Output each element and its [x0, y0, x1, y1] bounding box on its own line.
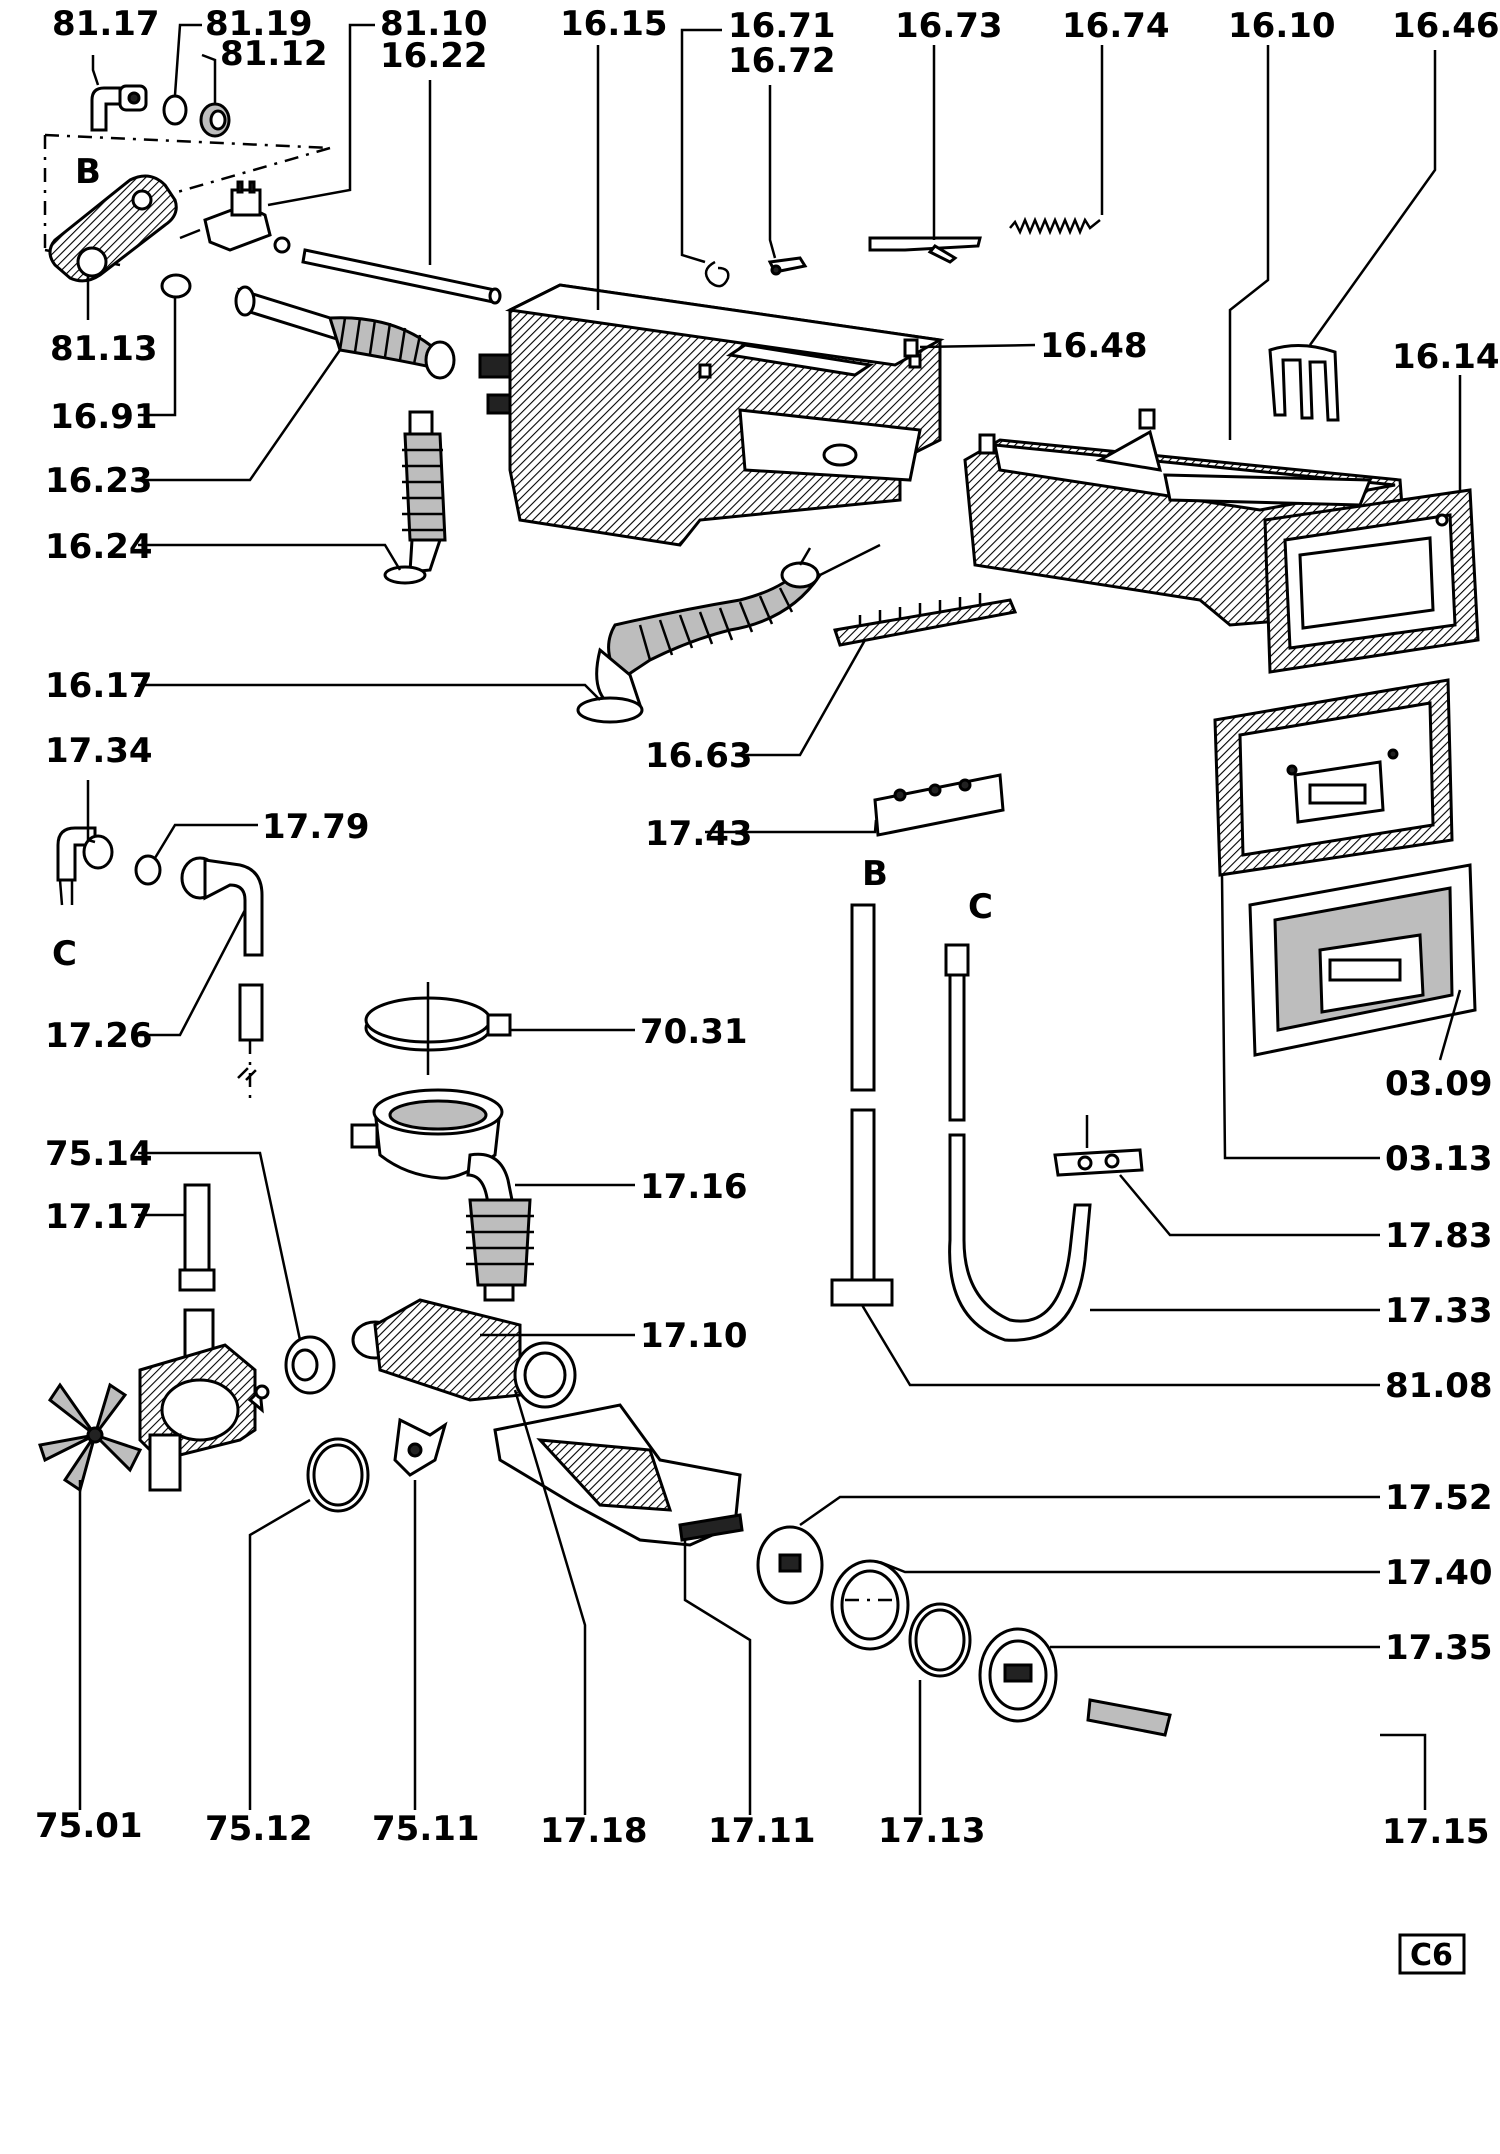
label-17-79: 17.79 — [262, 807, 370, 847]
part-75-11-nut — [393, 1417, 448, 1477]
part-17-33-hose-c — [944, 943, 1092, 1342]
label-16-23: 16.23 — [45, 461, 153, 501]
part-16-23-bellows-hose — [234, 285, 456, 380]
section-marker-b-hose: B — [862, 854, 888, 894]
label-75-11: 75.11 — [372, 1809, 480, 1849]
part-17-79-ring — [134, 854, 162, 886]
part-16-15-dispenser-housing — [478, 283, 945, 547]
part-17-52-disc — [756, 1525, 824, 1605]
label-17-35: 17.35 — [1385, 1628, 1493, 1668]
label-16-48: 16.48 — [1040, 326, 1148, 366]
part-17-83-gasket — [1053, 1115, 1144, 1177]
part-17-26-elbow — [180, 856, 264, 1100]
part-17-18-sump-housing — [351, 1298, 744, 1547]
label-16-17: 16.17 — [45, 666, 153, 706]
label-17-33: 17.33 — [1385, 1291, 1493, 1331]
label-17-11: 17.11 — [708, 1811, 816, 1851]
part-03-09-panel — [1248, 863, 1477, 1057]
part-16-24-bellows — [383, 410, 447, 585]
label-17-40: 17.40 — [1385, 1553, 1493, 1593]
part-16-17-corrugated-hose — [576, 543, 881, 724]
label-81-10: 81.10 — [380, 4, 488, 44]
label-17-34: 17.34 — [45, 731, 153, 771]
part-16-73-lever — [868, 236, 982, 264]
part-16-14-tray-front — [1263, 488, 1480, 674]
part-75-01-impeller — [38, 1382, 143, 1493]
label-16-15: 16.15 — [560, 4, 668, 44]
sheet-code-box: C6 — [1398, 1933, 1466, 1975]
label-75-01: 75.01 — [35, 1806, 143, 1846]
section-marker-c-left: C — [52, 934, 77, 974]
part-16-74-spring — [1009, 216, 1101, 236]
part-17-16-sump — [350, 1088, 534, 1302]
part-75-14-seal — [284, 1335, 336, 1395]
sheet-code: C6 — [1410, 1938, 1453, 1973]
label-16-71: 16.71 — [728, 6, 836, 46]
part-81-17-elbow — [90, 84, 148, 132]
part-81-13-mount-plate — [48, 174, 178, 283]
label-16-74: 16.74 — [1062, 6, 1170, 46]
part-70-31-clamp — [364, 982, 512, 1075]
part-16-72-clip — [767, 256, 808, 276]
label-16-72: 16.72 — [728, 41, 836, 81]
label-81-19: 81.19 — [205, 4, 313, 44]
label-03-13: 03.13 — [1385, 1139, 1493, 1179]
part-17-13-ring — [908, 1602, 972, 1678]
label-17-17: 17.17 — [45, 1197, 153, 1237]
part-81-12-nut — [199, 102, 231, 138]
label-16-63: 16.63 — [645, 736, 753, 776]
part-16-71-clip — [704, 260, 730, 288]
part-16-48-bracket — [903, 338, 919, 358]
label-17-18: 17.18 — [540, 1811, 648, 1851]
part-75-01-pump-motor — [38, 1308, 270, 1493]
label-17-16: 17.16 — [640, 1167, 748, 1207]
part-16-63-strip — [833, 593, 1018, 647]
label-16-73: 16.73 — [895, 6, 1003, 46]
label-81-17: 81.17 — [52, 4, 160, 44]
part-17-15-handle — [1086, 1698, 1172, 1737]
part-81-19-ring — [162, 94, 188, 126]
label-16-46: 16.46 — [1392, 6, 1500, 46]
part-17-40-cap — [830, 1559, 910, 1651]
part-labels: 81.17 81.19 81.12 81.10 16.22 16.15 16.7… — [35, 4, 1500, 1852]
label-16-14: 16.14 — [1392, 337, 1500, 377]
part-81-08-hose-b — [830, 903, 894, 1307]
label-81-08: 81.08 — [1385, 1366, 1493, 1406]
label-03-09: 03.09 — [1385, 1064, 1493, 1104]
label-81-12: 81.12 — [220, 34, 328, 74]
leader-lines — [78, 23, 1462, 1815]
label-81-13: 81.13 — [50, 329, 158, 369]
section-marker-b-left: B — [75, 152, 101, 192]
label-16-22: 16.22 — [380, 36, 488, 76]
parts-artwork — [38, 84, 1480, 1737]
label-17-13: 17.13 — [878, 1811, 986, 1851]
part-17-34-elbow — [56, 826, 114, 906]
part-16-46-clamp — [1268, 343, 1340, 422]
label-16-91: 16.91 — [50, 397, 158, 437]
label-17-43: 17.43 — [645, 814, 753, 854]
label-17-15: 17.15 — [1382, 1812, 1490, 1852]
part-17-17-tube — [178, 1183, 216, 1292]
label-17-26: 17.26 — [45, 1016, 153, 1056]
label-17-52: 17.52 — [1385, 1478, 1493, 1518]
part-17-43-strip — [873, 773, 1005, 837]
part-03-13-panel — [1213, 678, 1454, 877]
label-16-24: 16.24 — [45, 527, 153, 567]
label-16-10: 16.10 — [1228, 6, 1336, 46]
label-17-10: 17.10 — [640, 1316, 748, 1356]
part-16-91-ring — [160, 273, 192, 299]
label-70-31: 70.31 — [640, 1012, 748, 1052]
label-75-14: 75.14 — [45, 1134, 153, 1174]
label-75-12: 75.12 — [205, 1809, 313, 1849]
section-marker-c-hose: C — [968, 887, 993, 927]
part-81-10-valve — [179, 180, 291, 254]
label-17-83: 17.83 — [1385, 1216, 1493, 1256]
part-16-22-rod — [301, 248, 502, 305]
part-17-35-cap — [978, 1627, 1058, 1723]
part-75-12-ring — [306, 1437, 370, 1513]
